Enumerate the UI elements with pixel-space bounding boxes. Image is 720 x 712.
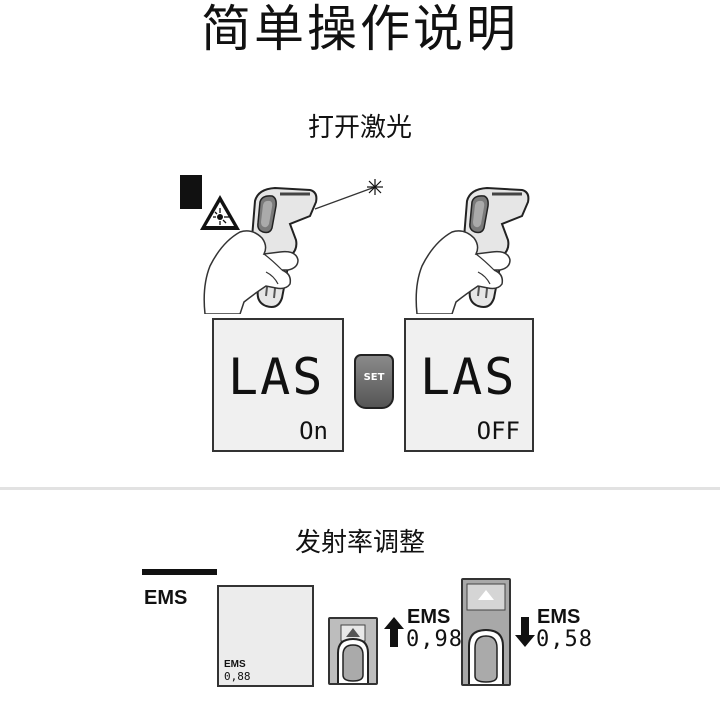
lcd-ems-value: 0,88 [224,670,251,683]
ems-label-bar [142,569,217,575]
section-divider [0,487,720,490]
thermometer-laser-on-illustration [200,176,385,315]
lcd-ems-label: EMS [224,659,246,670]
down-button[interactable] [461,578,511,686]
set-button[interactable]: SET [354,354,394,409]
arrow-up-icon [384,617,404,647]
ems-up-value: 0,98 [406,627,463,652]
up-button[interactable] [328,617,378,685]
laser-warning-icon [180,175,242,233]
lcd-main-text: LAS [420,348,517,406]
lcd-sub-text: OFF [476,417,520,445]
laser-section-heading: 打开激光 [307,113,412,143]
ems-up-label: EMS [407,606,451,628]
lcd-emissivity-display: EMS 0,88 [217,585,314,687]
lcd-main-text: LAS [228,348,325,406]
lcd-laser-off-display: LAS OFF [404,318,534,452]
arrow-down-icon [515,617,535,647]
ems-down-value: 0,58 [536,627,593,652]
page-title: 简单操作说明 [201,0,519,58]
lcd-sub-text: On [299,417,328,445]
lcd-laser-on-display: LAS On [212,318,344,452]
thermometer-laser-off-illustration [412,176,552,315]
ems-side-label: EMS [144,587,188,609]
emissivity-section-heading: 发射率调整 [294,528,425,558]
ems-down-label: EMS [537,606,581,628]
